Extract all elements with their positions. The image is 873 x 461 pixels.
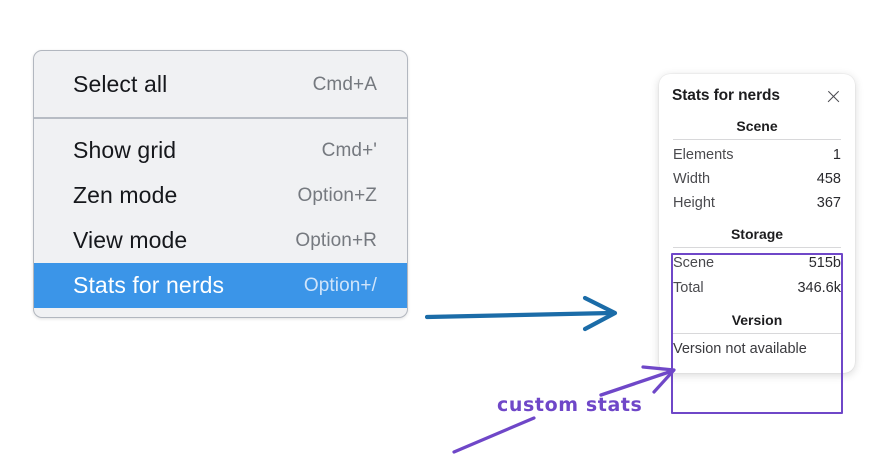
menu-section-1: Select all Cmd+A: [34, 51, 407, 117]
menu-item-shortcut: Cmd+A: [312, 73, 377, 95]
close-icon[interactable]: [825, 88, 842, 105]
menu-item-view-mode[interactable]: View mode Option+R: [34, 218, 407, 263]
menu-item-shortcut: Option+Z: [297, 184, 377, 206]
menu-item-label: Stats for nerds: [73, 272, 225, 298]
stats-version-value: Version not available: [673, 340, 807, 357]
menu-item-label: Show grid: [73, 137, 177, 163]
purple-stroke-annotation: [452, 416, 536, 454]
stats-row-value: 346.6k: [797, 279, 841, 296]
menu-item-stats-for-nerds[interactable]: Stats for nerds Option+/: [34, 263, 407, 308]
stats-row-value: 458: [816, 171, 841, 188]
stats-group-title: Storage: [730, 226, 784, 243]
stats-for-nerds-panel: Stats for nerds Scene Elements 1 Width 4…: [659, 74, 855, 373]
menu-section-2: Show grid Cmd+' Zen mode Option+Z View m…: [34, 119, 407, 317]
custom-stats-label: custom stats: [497, 394, 643, 416]
stats-row-value: 367: [816, 195, 841, 212]
stats-group-scene: Scene Elements 1 Width 458 Height 367: [672, 115, 842, 215]
stats-panel-header: Stats for nerds: [672, 87, 842, 105]
stats-row-key: Width: [673, 171, 711, 188]
menu-item-label: Select all: [73, 71, 168, 97]
divider: [673, 139, 841, 140]
stats-row-value: 1: [832, 147, 841, 163]
stats-row: Total 346.6k: [672, 276, 842, 300]
stats-panel-title: Stats for nerds: [672, 87, 780, 104]
divider: [673, 332, 841, 334]
stats-row: Width 458: [672, 167, 842, 191]
stats-row-key: Total: [673, 279, 704, 296]
menu-divider: [34, 117, 407, 119]
context-menu: Select all Cmd+A Show grid Cmd+' Zen mod…: [33, 50, 408, 318]
menu-item-shortcut: Option+R: [295, 229, 377, 251]
menu-item-label: Zen mode: [73, 182, 178, 208]
stats-row-key: Scene: [673, 255, 715, 272]
stats-group-title: Version: [731, 311, 783, 328]
stats-row-key: Height: [673, 195, 715, 212]
stats-group-title: Scene: [736, 118, 778, 134]
stats-row-key: Elements: [673, 147, 734, 163]
menu-item-shortcut: Cmd+': [321, 139, 377, 161]
stats-row: Elements 1: [672, 143, 842, 167]
menu-item-select-all[interactable]: Select all Cmd+A: [34, 62, 407, 107]
divider: [673, 247, 841, 249]
stats-group-version: Version Version not available: [672, 309, 842, 359]
stats-row-value: 515b: [808, 255, 841, 272]
blue-arrow-annotation: [425, 295, 618, 332]
stats-row: Scene 515b: [672, 251, 842, 275]
menu-item-show-grid[interactable]: Show grid Cmd+': [34, 128, 407, 173]
stats-row: Height 367: [672, 191, 842, 215]
menu-item-label: View mode: [73, 227, 188, 253]
menu-item-zen-mode[interactable]: Zen mode Option+Z: [34, 173, 407, 218]
stats-group-storage: Storage Scene 515b Total 346.6k: [672, 223, 842, 299]
menu-item-shortcut: Option+/: [303, 274, 377, 296]
